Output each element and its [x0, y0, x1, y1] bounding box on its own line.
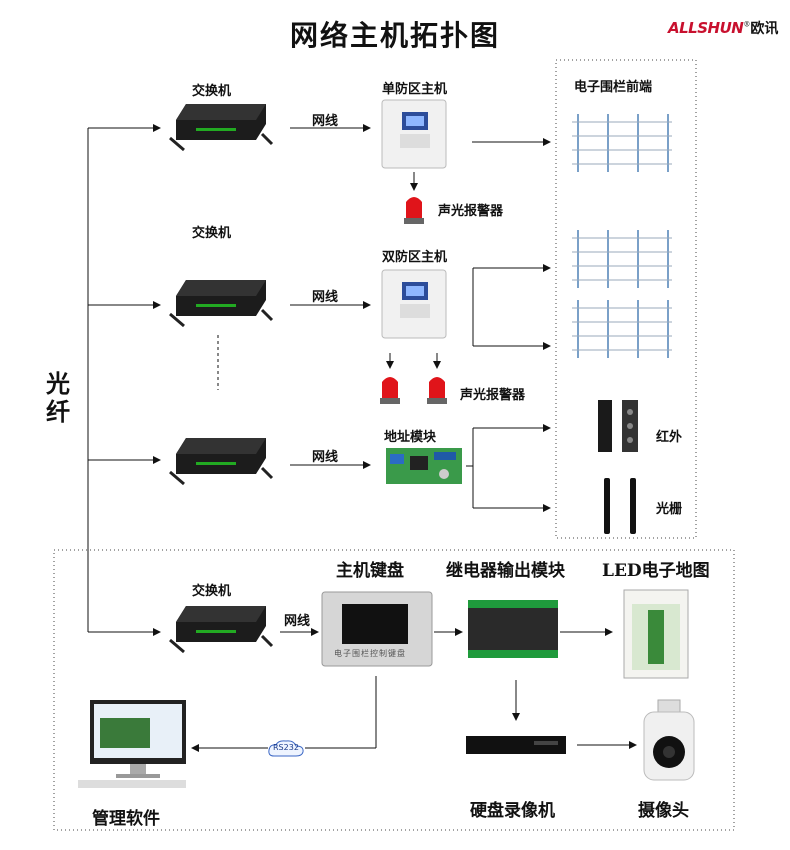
software-label: 管理软件 [92, 809, 160, 829]
management-computer [78, 696, 198, 796]
host-single-label: 单防区主机 [382, 82, 448, 97]
alarm-label-2: 声光报警器 [460, 388, 526, 403]
brand-logo: ALLSHUN®欧讯 [668, 18, 778, 38]
logo-cn: 欧讯 [750, 21, 779, 37]
alarm-label-1: 声光报警器 [438, 204, 504, 219]
nvr-label: 硬盘录像机 [470, 801, 555, 821]
camera-label: 摄像头 [638, 801, 689, 821]
switch-4 [166, 602, 276, 664]
fence-unit-1 [570, 110, 674, 180]
address-module [384, 446, 464, 490]
alarm-dual-1 [378, 372, 402, 410]
cable-label-3: 网线 [312, 450, 339, 465]
switch-2-label: 交换机 [192, 226, 232, 241]
keyboard-panel-text: 电子围栏控制键盘 [334, 649, 406, 658]
fence-unit-2 [570, 226, 674, 296]
infrared-label: 红外 [656, 430, 683, 445]
host-single [380, 98, 450, 174]
cable-label-4: 网线 [284, 614, 311, 629]
led-map [622, 588, 690, 684]
camera-device [638, 698, 698, 788]
switch-2 [166, 276, 276, 338]
switch-1-label: 交换机 [192, 84, 232, 99]
rs232-badge: RS232 [266, 738, 306, 764]
host-dual-label: 双防区主机 [382, 250, 448, 265]
alarm-single [402, 192, 426, 230]
address-module-label: 地址模块 [384, 430, 437, 445]
cable-label-1: 网线 [312, 114, 339, 129]
light-grid-label: 光栅 [656, 502, 683, 517]
relay-label: 继电器输出模块 [446, 561, 565, 581]
switch-4-label: 交换机 [192, 584, 232, 599]
rs232-label: RS232 [273, 743, 299, 752]
nvr-device [464, 726, 568, 766]
alarm-dual-2 [425, 372, 449, 410]
light-grid [602, 474, 642, 540]
keyboard-label: 主机键盘 [336, 561, 404, 581]
page-title: 网络主机拓扑图 [289, 19, 500, 52]
switch-1 [166, 100, 276, 162]
infrared-detector [596, 398, 642, 458]
cable-label-2: 网线 [312, 290, 339, 305]
switch-3 [166, 434, 276, 496]
fiber-label: 光纤 [46, 369, 70, 426]
logo-brand: ALLSHUN [668, 19, 744, 37]
host-dual [380, 268, 450, 344]
led-map-label: LED电子地图 [602, 561, 710, 581]
logo-registered: ® [743, 20, 751, 29]
relay-module [466, 598, 560, 664]
fence-unit-3 [570, 296, 674, 366]
host-keyboard: 电子围栏控制键盘 [320, 590, 434, 672]
fence-front-label: 电子围栏前端 [574, 80, 653, 95]
